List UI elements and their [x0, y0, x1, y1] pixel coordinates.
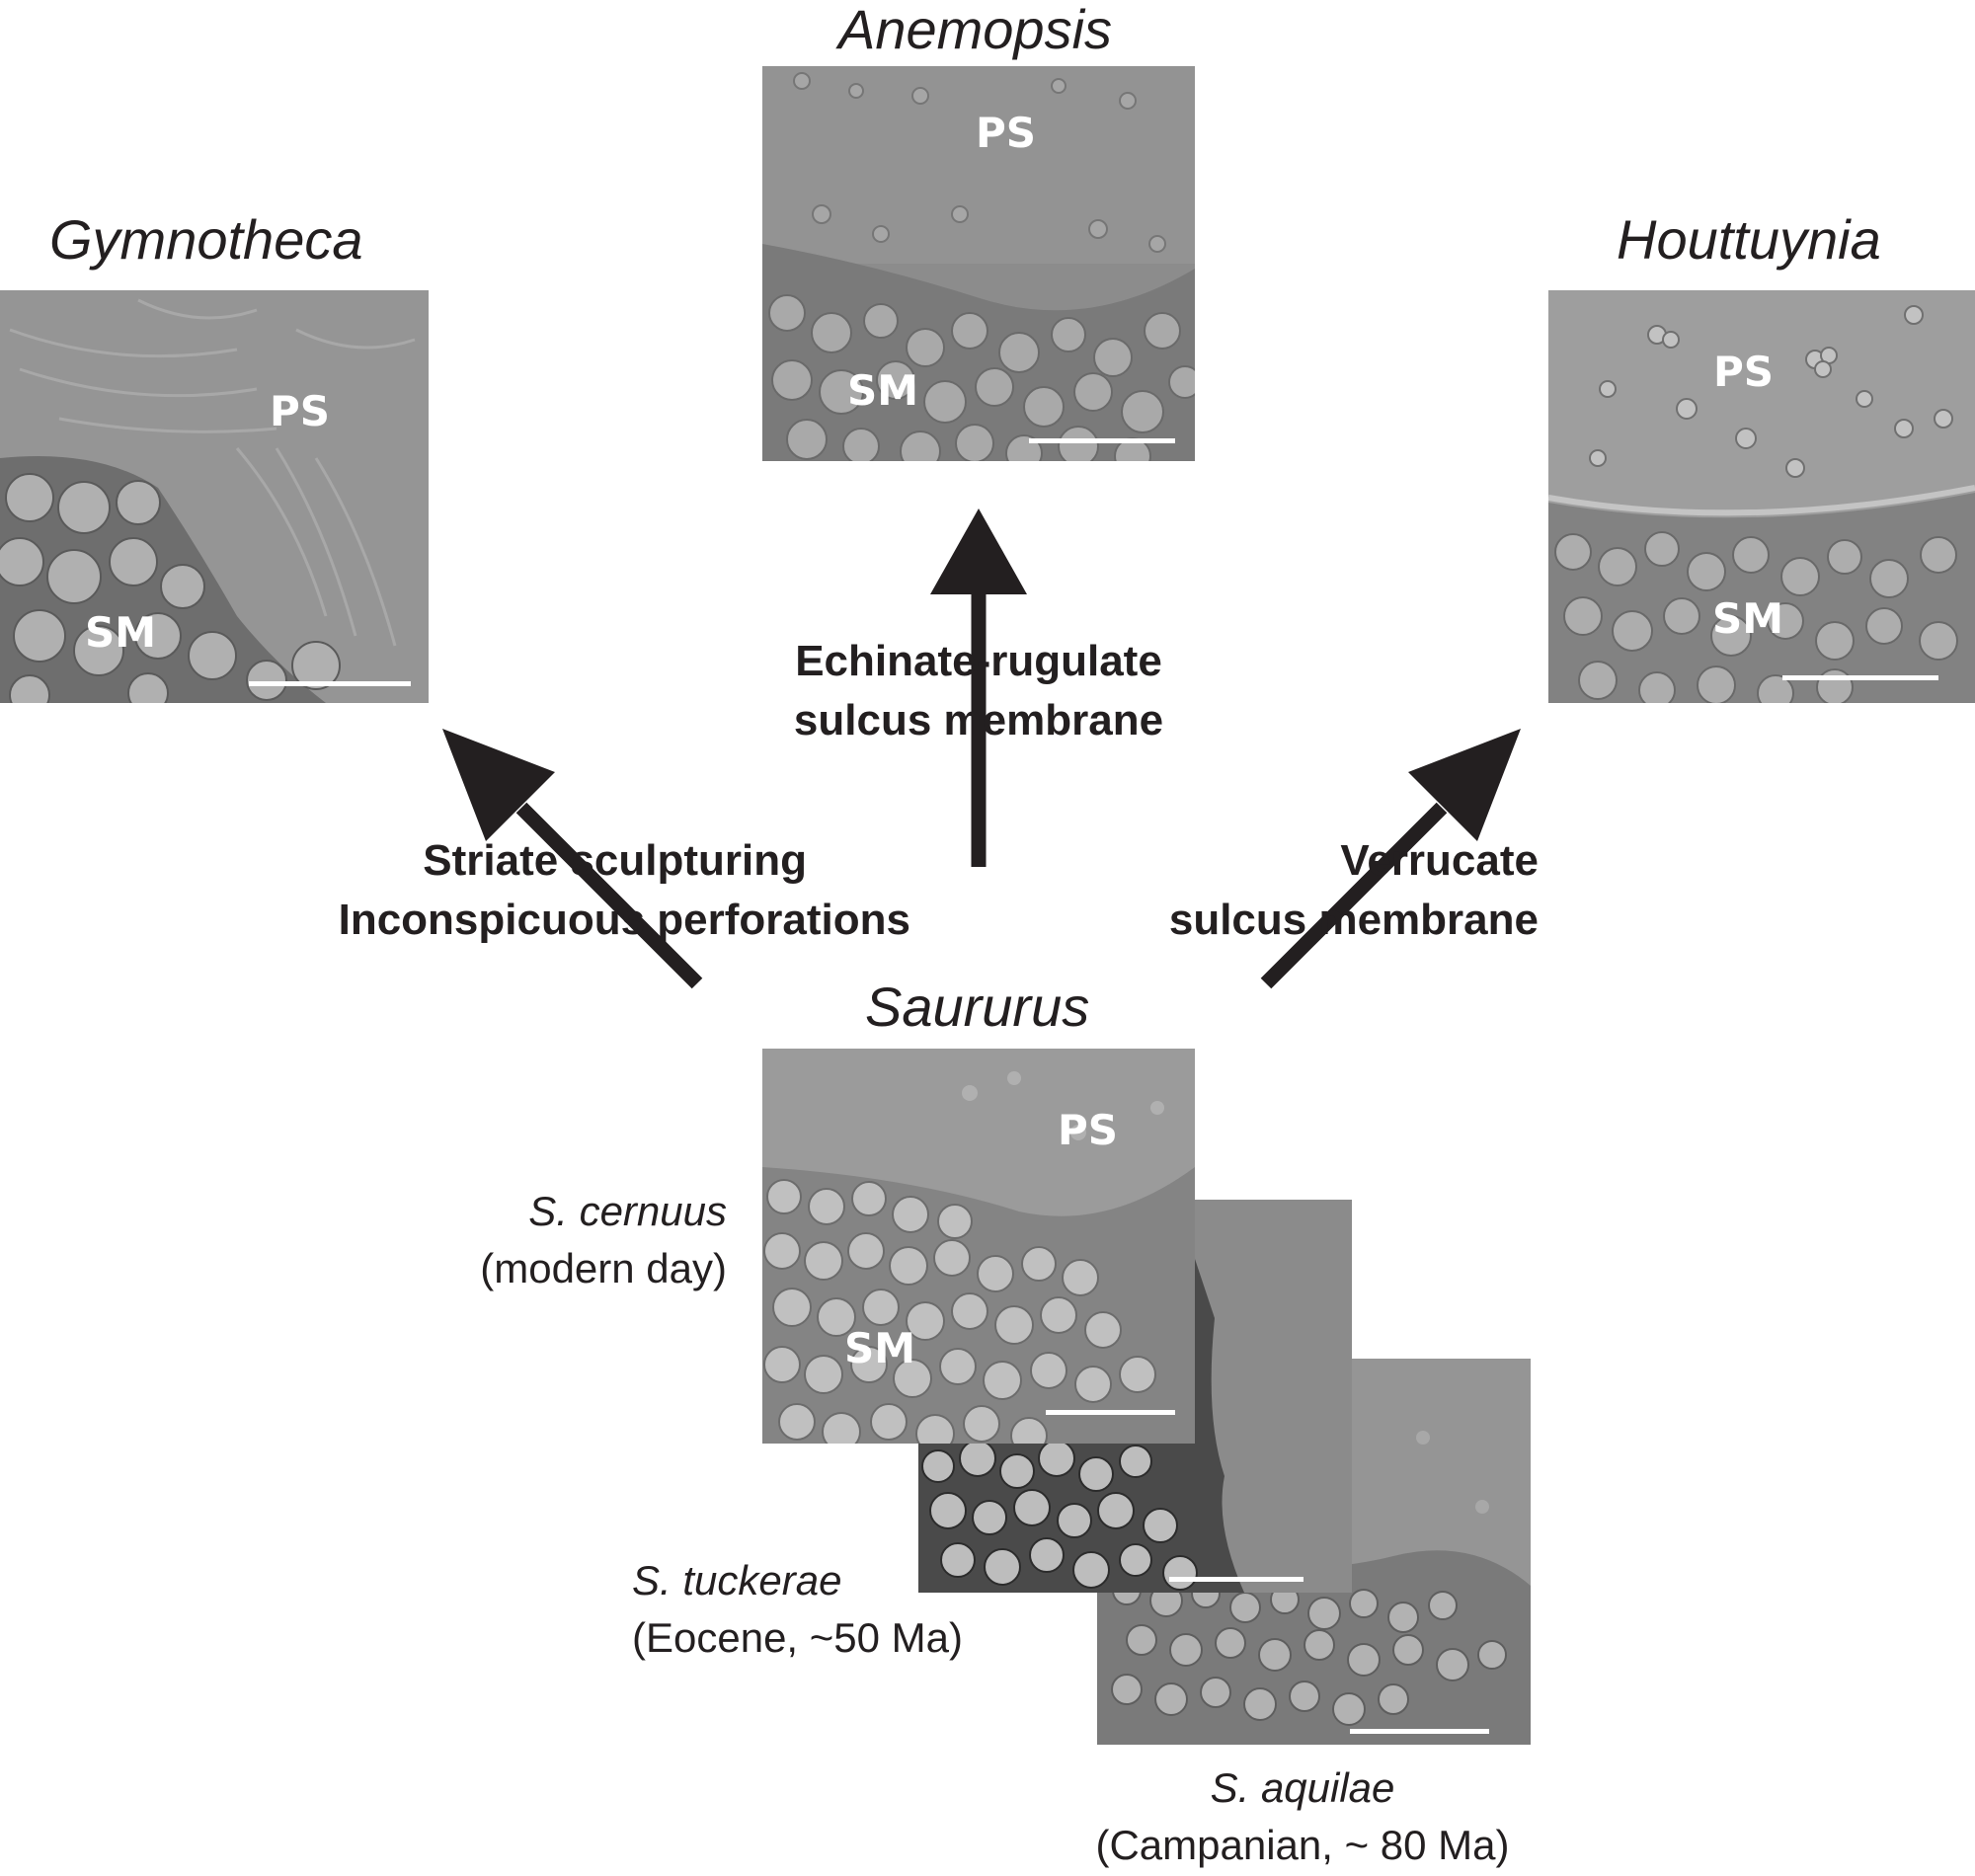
sem-image-anemopsis: PS SM — [762, 66, 1195, 461]
species-label-cernuus: S. cernuus (modern day) — [395, 1183, 727, 1297]
arrowhead-anemopsis — [930, 508, 1027, 594]
scale-bar — [1350, 1729, 1489, 1734]
image-label-sm: SM — [847, 366, 919, 415]
scale-bar — [1046, 1410, 1175, 1415]
genus-title-saururus: Saururus — [865, 976, 1090, 1038]
arrowhead-gymnotheca — [442, 729, 555, 841]
species-age: (Eocene, ~50 Ma) — [632, 1614, 964, 1661]
trait-line-1: Echinate-rugulate — [795, 637, 1162, 685]
image-label-ps: PS — [270, 387, 331, 435]
trait-line-1: Verrucate — [1340, 836, 1539, 885]
species-name: S. tuckerae — [632, 1557, 842, 1603]
trait-line-2: Inconspicuous perforations — [338, 896, 910, 944]
species-name: S. aquilae — [1210, 1764, 1395, 1811]
image-label-ps: PS — [1713, 348, 1775, 396]
genus-title-houttuynia: Houttuynia — [1617, 208, 1881, 271]
scale-bar — [1169, 1577, 1304, 1582]
scale-bar — [249, 681, 411, 686]
image-label-ps: PS — [976, 109, 1037, 157]
trait-line-1: Striate sculpturing — [423, 836, 807, 885]
species-name: S. cernuus — [528, 1188, 727, 1234]
genus-title-gymnotheca: Gymnotheca — [49, 208, 363, 271]
scale-bar — [1029, 438, 1175, 443]
trait-label-gymnotheca: Striate sculpturing Inconspicuous perfor… — [318, 831, 910, 950]
trait-label-houttuynia: Verrucate sulcus membrane — [1136, 831, 1539, 950]
sem-image-gymnotheca: PS SM — [0, 290, 429, 703]
species-label-aquilae: S. aquilae (Campanian, ~ 80 Ma) — [1066, 1759, 1539, 1874]
arrow-to-gymnotheca — [515, 802, 703, 989]
image-label-sm: SM — [85, 608, 157, 657]
trait-line-2: sulcus membrane — [793, 696, 1164, 744]
genus-title-anemopsis: Anemopsis — [838, 0, 1113, 60]
arrow-to-houttuynia — [1260, 802, 1448, 989]
trait-line-2: sulcus membrane — [1168, 896, 1539, 944]
trait-label-anemopsis: Echinate-rugulate sulcus membrane — [769, 632, 1188, 750]
sem-image-houttuynia: PS SM — [1548, 290, 1975, 703]
image-label-ps: PS — [1058, 1106, 1119, 1154]
species-label-tuckerae: S. tuckerae (Eocene, ~50 Ma) — [632, 1552, 1037, 1667]
scale-bar — [1782, 675, 1938, 680]
image-label-sm: SM — [1712, 594, 1784, 643]
image-label-sm: SM — [844, 1324, 916, 1372]
species-age: (Campanian, ~ 80 Ma) — [1095, 1822, 1510, 1868]
species-age: (modern day) — [480, 1245, 727, 1291]
arrowhead-houttuynia — [1408, 729, 1521, 841]
sem-image-saururus-cernuus: PS SM — [762, 1049, 1195, 1444]
